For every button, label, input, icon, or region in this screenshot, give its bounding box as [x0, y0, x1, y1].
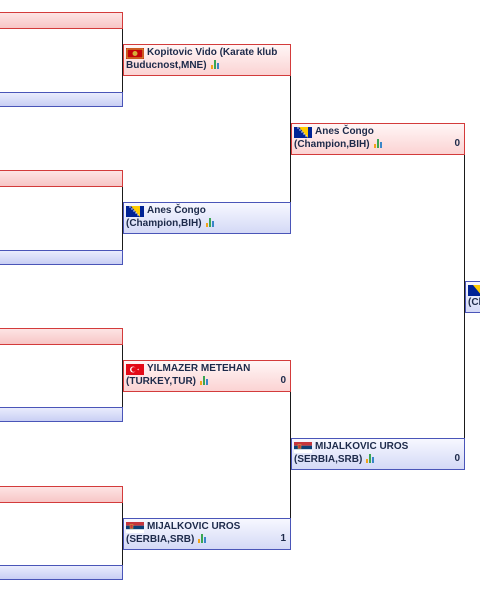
r1-slot-1-red — [0, 12, 123, 29]
competitor-name: MIJALKOVIC UROS — [315, 441, 409, 452]
match-score: 1 — [280, 533, 286, 544]
competitor-club: (TURKEY,TUR) — [126, 376, 209, 387]
r3-red-entry[interactable]: Anes Čongo (Champion,BIH) 0 — [291, 123, 465, 155]
competitor-club: (SERBIA,SRB) — [126, 534, 207, 545]
bosnia-flag-icon — [468, 285, 480, 296]
competitor-name: MIJALKOVIC UROS — [147, 521, 241, 532]
stats-icon[interactable] — [373, 139, 383, 148]
competitor-name: YILMAZER METEHAN — [147, 363, 251, 374]
stats-icon[interactable] — [210, 60, 220, 69]
competitor-club: (SERBIA,SRB) — [294, 454, 375, 465]
r2-match1-blue-entry[interactable]: Anes Čongo (Champion,BIH) — [123, 202, 291, 234]
competitor-club: (Champion,BIH) — [294, 139, 383, 150]
competitor-club: (Champion,BIH) — [126, 218, 215, 229]
match-score: 0 — [454, 138, 460, 149]
match-score: 0 — [280, 375, 286, 386]
stats-icon[interactable] — [200, 376, 209, 385]
r2-match2-blue-entry[interactable]: MIJALKOVIC UROS (SERBIA,SRB) 1 — [123, 518, 291, 550]
montenegro-flag-icon — [126, 48, 144, 59]
connector — [290, 76, 291, 202]
match-score: 0 — [454, 453, 460, 464]
connector — [122, 345, 123, 407]
r2-match2-red-entry[interactable]: YILMAZER METEHAN (TURKEY,TUR) 0 — [123, 360, 291, 392]
stats-icon[interactable] — [366, 454, 375, 463]
connector — [122, 187, 123, 250]
r1-slot-4-blue — [0, 565, 123, 580]
r3-blue-entry[interactable]: MIJALKOVIC UROS (SERBIA,SRB) 0 — [291, 438, 465, 470]
connector — [290, 392, 291, 518]
turkey-flag-icon — [126, 364, 144, 375]
stats-icon[interactable] — [205, 218, 215, 227]
competitor-name: Kopitovic Vido (Karate klub — [147, 47, 278, 58]
competitor-name: Anes Čongo — [147, 205, 206, 216]
bosnia-flag-icon — [126, 206, 144, 217]
r1-slot-1-blue — [0, 92, 123, 107]
r1-slot-2-red — [0, 170, 123, 187]
r1-slot-3-red — [0, 328, 123, 345]
competitor-club: Buducnost,MNE) — [126, 60, 220, 71]
serbia-flag-icon — [126, 522, 144, 533]
connector — [122, 29, 123, 92]
r1-slot-2-blue — [0, 250, 123, 265]
r1-slot-3-blue — [0, 407, 123, 422]
bosnia-flag-icon — [294, 127, 312, 138]
stats-icon[interactable] — [198, 534, 207, 543]
r2-match1-red-entry[interactable]: Kopitovic Vido (Karate klub Buducnost,MN… — [123, 44, 291, 76]
serbia-flag-icon — [294, 442, 312, 453]
competitor-name: Anes Čongo — [315, 126, 374, 137]
r1-slot-4-red — [0, 486, 123, 503]
connector — [122, 503, 123, 565]
connector — [464, 155, 465, 438]
competitor-club: (Ch — [468, 297, 480, 308]
r4-entry[interactable]: (Ch — [465, 281, 480, 313]
